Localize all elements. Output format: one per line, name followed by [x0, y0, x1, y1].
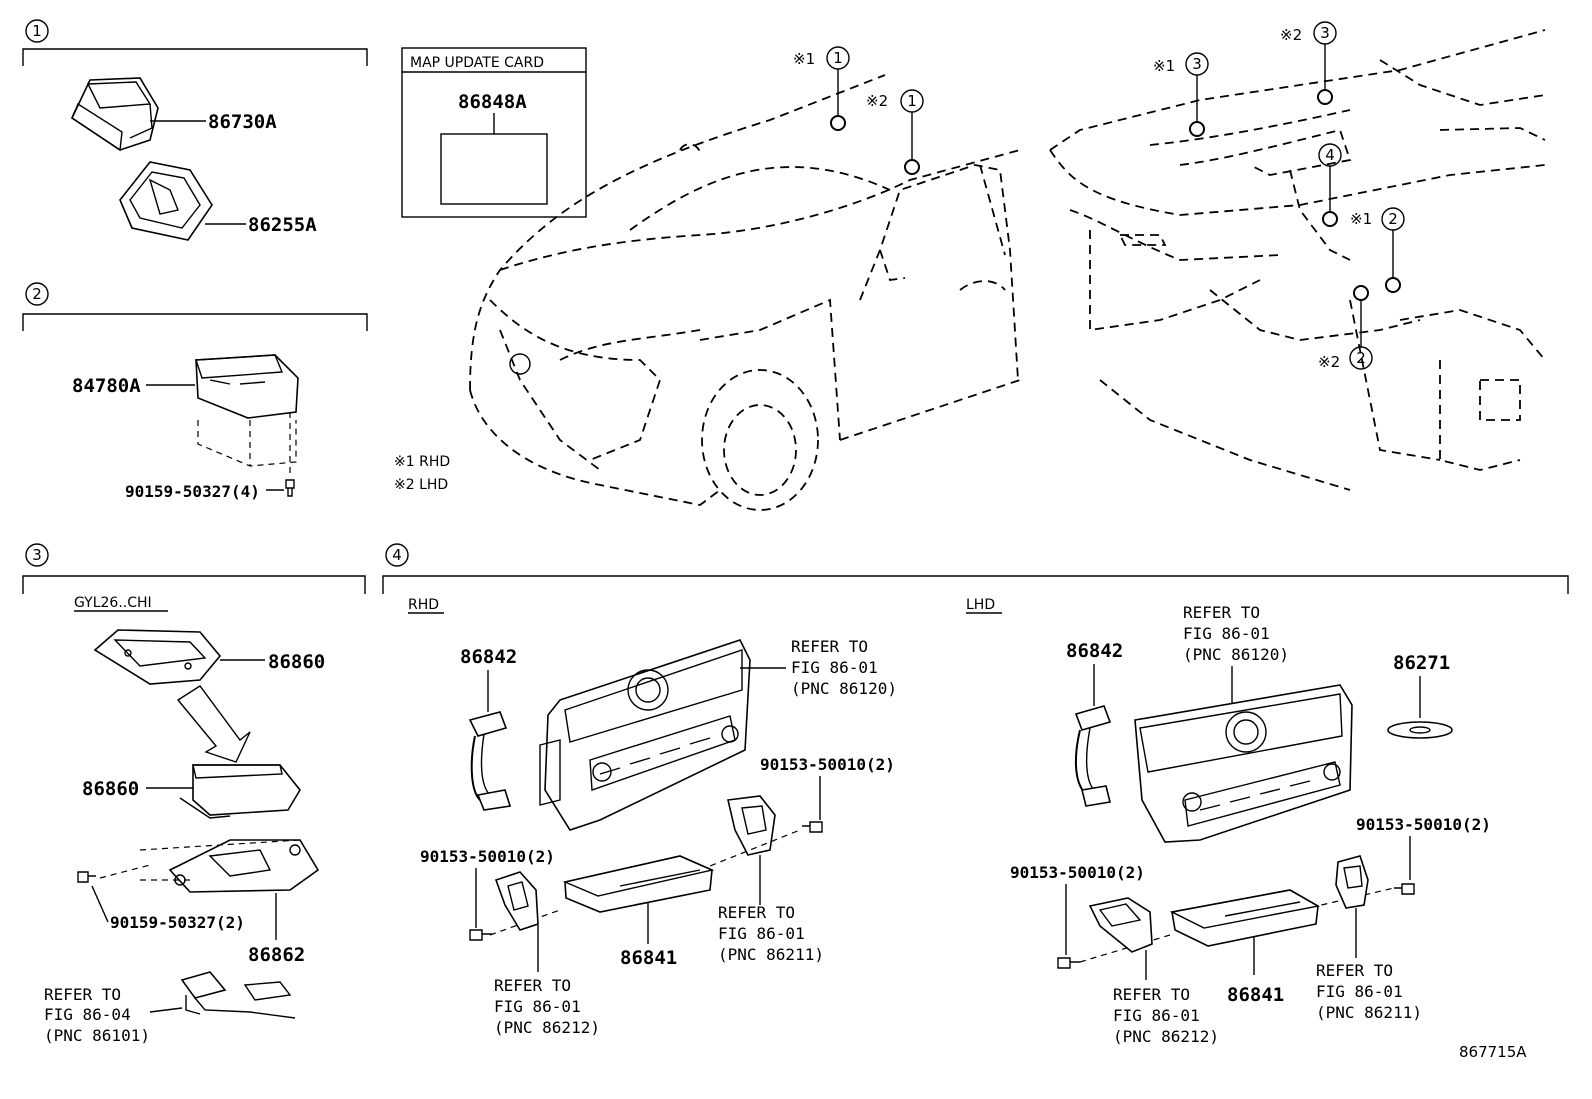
legend-lhd: ※2 LHD	[394, 477, 448, 493]
module-86841-lhd-drawing	[1169, 889, 1320, 975]
section-4-lhd-label: LHD	[966, 597, 995, 613]
part-90153-50010-rhd-left: 90153-50010(2)	[420, 847, 555, 866]
refer-86211-rhd-line3: (PNC 86211)	[718, 945, 824, 964]
refer-86211-lhd-line1: REFER TO	[1316, 961, 1393, 980]
marker-3-number-rhd: 3	[1192, 55, 1202, 73]
refer-86120-rhd-line2: FIG 86-01	[791, 658, 878, 677]
marker-lhd-label-2: ※2	[1318, 353, 1340, 371]
section-2: 2 84780A 90159-50327(4)	[22, 282, 368, 501]
refer-86101-line2: FIG 86-04	[44, 1005, 131, 1024]
refer-86212-rhd-line2: FIG 86-01	[494, 997, 581, 1016]
bracket-86730A-drawing	[70, 77, 206, 152]
cable-86842-rhd-drawing	[468, 711, 512, 811]
refer-86120-rhd-line3: (PNC 86120)	[791, 679, 897, 698]
refer-86211-lhd-line3: (PNC 86211)	[1316, 1003, 1422, 1022]
refer-86212-rhd-line1: REFER TO	[494, 976, 571, 995]
refer-86212-rhd-line3: (PNC 86212)	[494, 1018, 600, 1037]
part-86842-lhd: 86842	[1066, 640, 1123, 662]
marker-1-number-lhd: 1	[907, 92, 917, 110]
map-update-card-box: MAP UPDATE CARD 86848A	[401, 47, 587, 218]
section-4-rhd-label: RHD	[408, 597, 439, 613]
part-86841-lhd: 86841	[1227, 984, 1284, 1006]
marker-rhd-label-3: ※1	[1153, 57, 1175, 75]
module-86860-top-drawing	[93, 629, 265, 685]
section-3-number: 3	[32, 546, 42, 564]
connector-drawing-86101	[180, 971, 296, 1019]
part-90153-50010-lhd-left: 90153-50010(2)	[1010, 863, 1145, 882]
module-86841-rhd-drawing	[562, 855, 715, 944]
bracket-86212-rhd-drawing	[494, 871, 539, 972]
bracket-86211-lhd-drawing	[1335, 855, 1369, 958]
head-unit-lhd-drawing	[1134, 684, 1353, 843]
bracket-86212-lhd-drawing	[1088, 897, 1153, 980]
module-86860-bottom-drawing	[179, 764, 301, 819]
bracket-86255A-drawing	[119, 161, 246, 241]
refer-86211-rhd-line1: REFER TO	[718, 903, 795, 922]
legend-rhd: ※1 RHD	[394, 454, 450, 470]
marker-1-number-rhd: 1	[833, 49, 843, 67]
refer-86212-lhd-line2: FIG 86-01	[1113, 1006, 1200, 1025]
section-4: 4 RHD LHD 86842 REFER TO FIG 86-01	[382, 543, 1569, 1046]
figure-id: 867715A	[1459, 1043, 1527, 1061]
cable-86842-lhd-drawing	[1074, 705, 1112, 807]
marker-rhd-label-1: ※1	[793, 50, 815, 68]
refer-86212-lhd-line3: (PNC 86212)	[1113, 1027, 1219, 1046]
part-86860-bottom: 86860	[82, 778, 139, 800]
part-86271: 86271	[1393, 652, 1450, 674]
refer-86120-lhd-line1: REFER TO	[1183, 603, 1260, 622]
head-unit-rhd-drawing	[539, 639, 786, 831]
part-86255A: 86255A	[248, 214, 317, 236]
map-update-card-title: MAP UPDATE CARD	[410, 55, 544, 71]
marker-4-number: 4	[1325, 146, 1335, 164]
part-86862: 86862	[248, 944, 305, 966]
marker-rhd-label-2: ※1	[1350, 210, 1372, 228]
part-84780A: 84780A	[72, 375, 141, 397]
section-3-variant: GYL26..CHI	[74, 595, 152, 611]
bracket-86862-drawing	[99, 839, 320, 940]
marker-lhd-label-1: ※2	[866, 92, 888, 110]
section-3: 3 GYL26..CHI 86860 86860	[22, 543, 366, 1045]
section-2-number: 2	[32, 285, 42, 303]
module-84780A-drawing	[195, 354, 299, 497]
refer-86101-line1: REFER TO	[44, 985, 121, 1004]
section-1-number: 1	[32, 22, 42, 40]
refer-86120-lhd-line2: FIG 86-01	[1183, 624, 1270, 643]
part-90153-50010-rhd-right: 90153-50010(2)	[760, 755, 895, 774]
refer-86120-lhd-line3: (PNC 86120)	[1183, 645, 1289, 664]
refer-86120-rhd-line1: REFER TO	[791, 637, 868, 656]
marker-2-number-lhd: 2	[1356, 349, 1366, 367]
part-90159-50327-2: 90159-50327(2)	[110, 913, 245, 932]
refer-86211-lhd-line2: FIG 86-01	[1316, 982, 1403, 1001]
marker-2-number-rhd: 2	[1388, 210, 1398, 228]
part-86848A: 86848A	[458, 91, 527, 113]
part-86842-rhd: 86842	[460, 646, 517, 668]
part-86860-top: 86860	[268, 651, 325, 673]
refer-86101-line3: (PNC 86101)	[44, 1026, 150, 1045]
section-4-number: 4	[392, 546, 402, 564]
refer-86211-rhd-line2: FIG 86-01	[718, 924, 805, 943]
vehicle-exterior-drawing	[469, 74, 1021, 511]
locator-markers-exterior: ※1 1 ※2 1	[793, 46, 924, 175]
part-86730A: 86730A	[208, 111, 277, 133]
part-90153-50010-lhd-right: 90153-50010(2)	[1356, 815, 1491, 834]
marker-3-number-lhd: 3	[1320, 24, 1330, 42]
bracket-86211-rhd-drawing	[699, 795, 801, 905]
vehicle-interior-drawing	[1049, 29, 1546, 491]
locator-markers-interior: ※1 3 ※2 3 4 ※1 2 ※2 2	[1153, 21, 1405, 371]
part-90159-50327-4: 90159-50327(4)	[125, 482, 260, 501]
section-1: 1 86730A 86255A	[22, 19, 368, 241]
part-86841-rhd: 86841	[620, 947, 677, 969]
marker-lhd-label-3: ※2	[1280, 26, 1302, 44]
refer-86212-lhd-line1: REFER TO	[1113, 985, 1190, 1004]
